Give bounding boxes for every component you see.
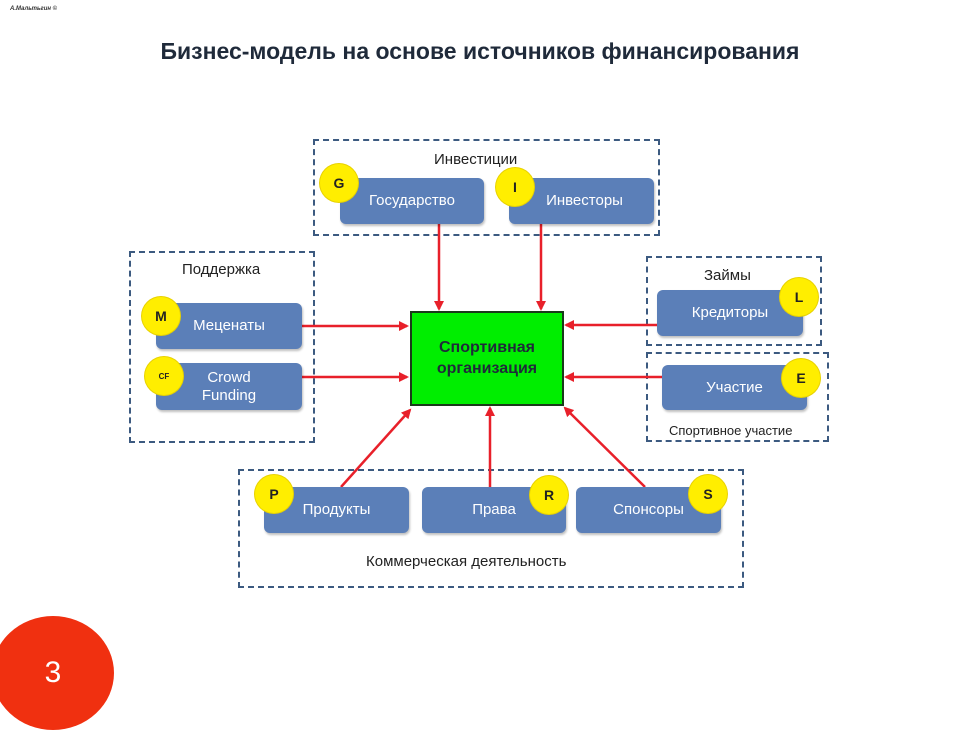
- node-creditors-label: Кредиторы: [691, 304, 769, 322]
- arrow-products: [340, 408, 412, 488]
- center-node-sport-organization: Спортивная организация: [410, 311, 564, 406]
- node-products-label: Продукты: [302, 501, 371, 519]
- node-state: Государство: [340, 178, 484, 224]
- node-rights-label: Права: [472, 501, 516, 519]
- badge-s: S: [689, 475, 727, 513]
- arrow-sponsors: [563, 406, 646, 488]
- group-investments: [313, 139, 660, 236]
- node-patrons-label: Меценаты: [193, 317, 265, 335]
- page-number-badge: 3: [0, 616, 114, 730]
- group-loans: [646, 256, 822, 346]
- node-patrons: Меценаты: [156, 303, 302, 349]
- node-investors-label: Инвесторы: [546, 192, 623, 210]
- node-crowdfunding-line2: Funding: [201, 386, 257, 404]
- node-sponsors-label: Спонсоры: [613, 501, 684, 519]
- badge-g: G: [320, 164, 358, 202]
- group-sport: [646, 352, 829, 442]
- node-state-label: Государство: [369, 192, 455, 210]
- node-creditors: Кредиторы: [657, 290, 803, 336]
- badge-p: P: [255, 475, 293, 513]
- node-participation-label: Участие: [706, 378, 763, 396]
- group-label-loans: Займы: [704, 267, 751, 284]
- author-credit: А.Мальтьгин ©: [10, 6, 58, 12]
- group-label-support: Поддержка: [182, 261, 261, 278]
- badge-cf: CF: [145, 357, 183, 395]
- group-label-commercial: Коммерческая деятельность: [366, 553, 567, 570]
- center-label-line2: организация: [436, 359, 538, 377]
- badge-i: I: [496, 168, 534, 206]
- group-label-sport: Спортивное участие: [669, 423, 793, 438]
- node-crowdfunding-line1: Crowd: [207, 369, 251, 387]
- group-label-investments: Инвестиции: [434, 151, 518, 168]
- badge-l: L: [780, 278, 818, 316]
- badge-r: R: [530, 476, 568, 514]
- page-number: 3: [44, 656, 62, 689]
- center-label-line1: Спортивная: [439, 338, 535, 356]
- page-title: Бизнес-модель на основе источников финан…: [160, 38, 800, 64]
- badge-e: E: [782, 359, 820, 397]
- badge-m: M: [142, 297, 180, 335]
- group-support: [129, 251, 315, 443]
